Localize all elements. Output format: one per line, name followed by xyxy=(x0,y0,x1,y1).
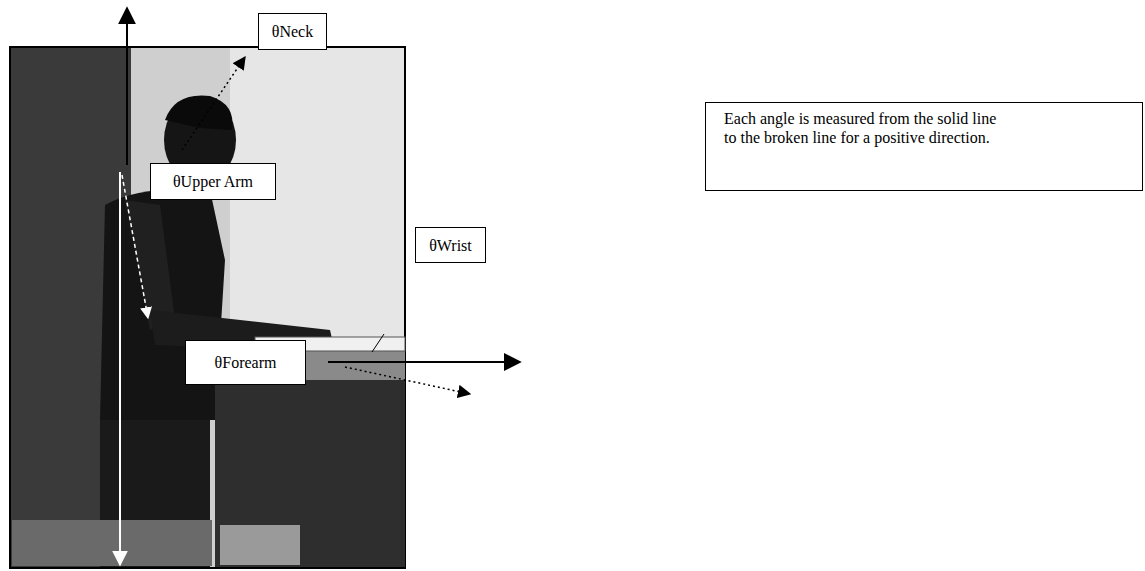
floor xyxy=(12,520,212,566)
upper-arm-broken-line xyxy=(122,175,148,318)
wrist-reference-line xyxy=(328,361,520,363)
angle-label: θWrist xyxy=(429,236,472,255)
upper-arm-silhouette xyxy=(125,200,175,330)
desk-front xyxy=(215,380,405,567)
photo-frame xyxy=(10,47,405,568)
angle-label: θNeck xyxy=(272,22,313,41)
angle-label-box: θUpper Arm xyxy=(150,163,276,200)
angle-label-box: θNeck xyxy=(258,13,327,50)
angle-label: θUpper Arm xyxy=(173,172,253,191)
upper-arm-reference-line xyxy=(119,172,121,565)
angle-label-box: θWrist xyxy=(415,227,486,263)
torso-silhouette xyxy=(100,189,225,420)
angle-label-box: θForearm xyxy=(185,340,306,385)
note-text: Each angle is measured from the solid li… xyxy=(724,109,999,147)
wrist-broken-line xyxy=(345,367,470,394)
neck-broken-line xyxy=(182,57,245,150)
neck-reference-line xyxy=(126,8,128,165)
note-box: Each angle is measured from the solid li… xyxy=(705,102,1143,191)
wrist-leader-line xyxy=(372,334,384,352)
floor-object xyxy=(220,525,300,565)
angle-label: θForearm xyxy=(215,353,277,372)
